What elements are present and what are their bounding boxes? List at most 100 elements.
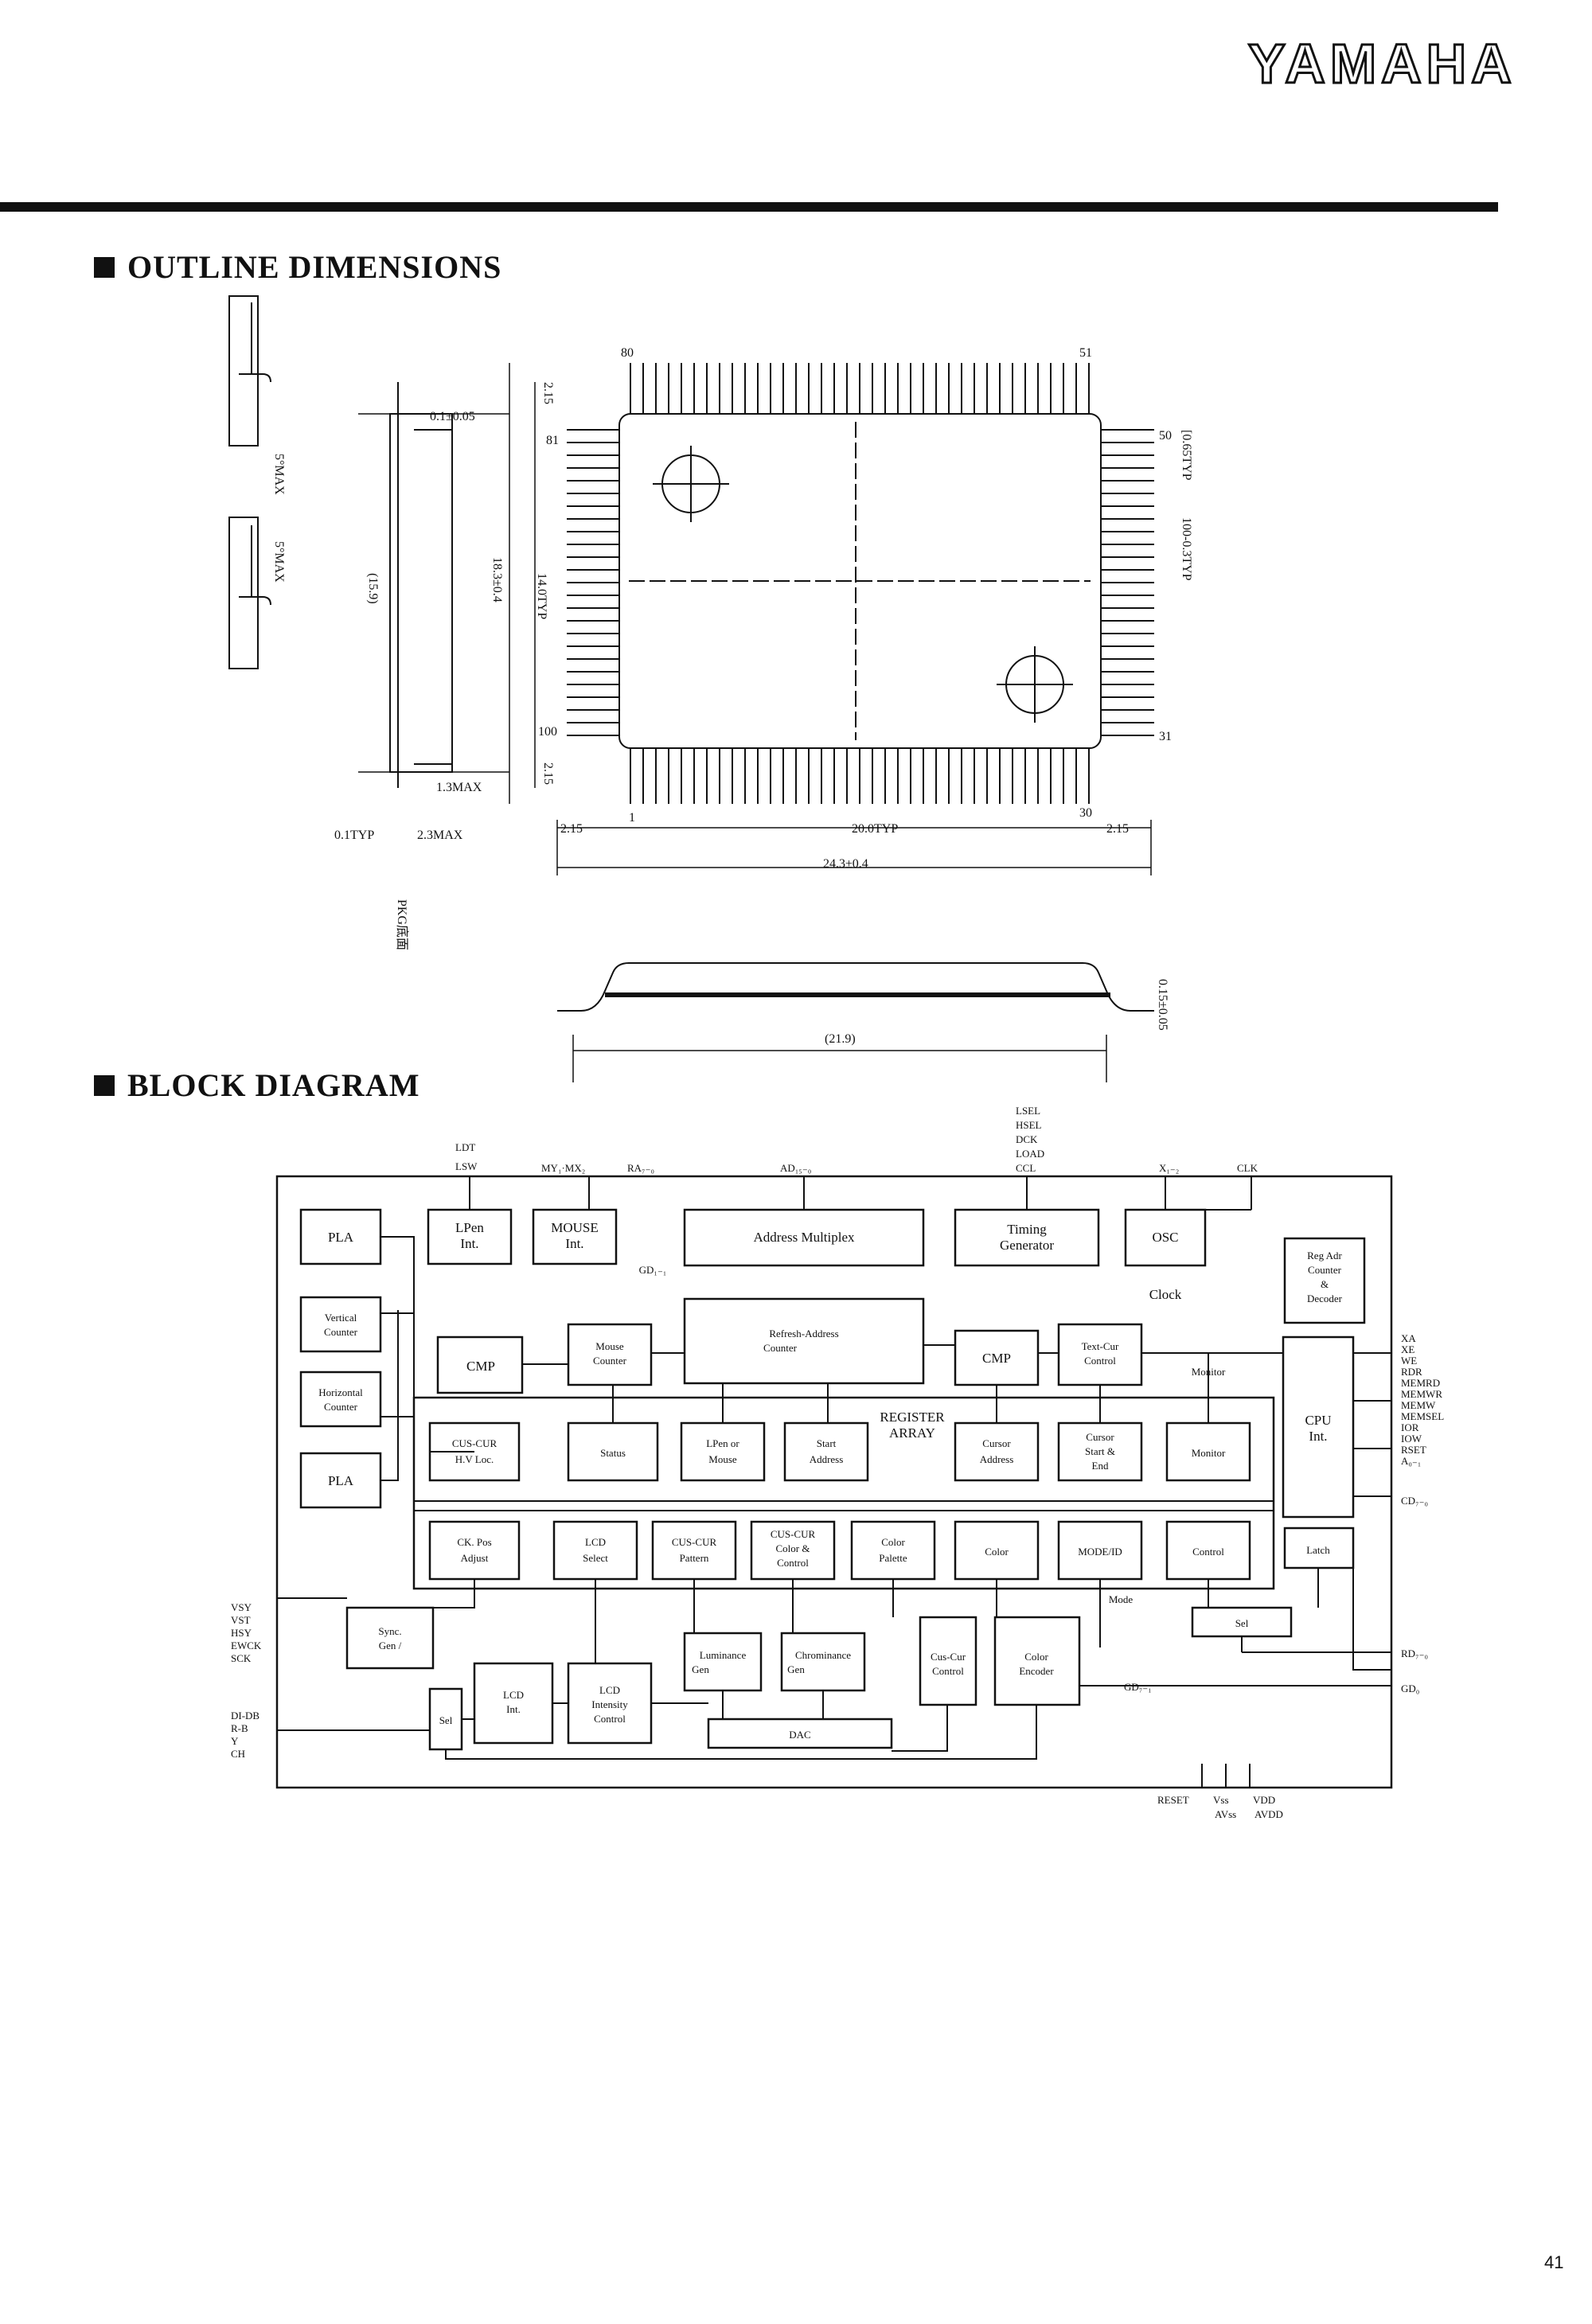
color-palette-box: [850, 1520, 936, 1581]
latch-label: Latch: [1306, 1544, 1330, 1556]
page-number: 41: [1544, 2252, 1564, 2272]
monitor-text: Monitor: [1192, 1366, 1226, 1378]
signal-lsel: LSEL: [1016, 1105, 1040, 1117]
pin-we: WE: [1401, 1355, 1417, 1367]
pin-vdd: VDD: [1253, 1794, 1275, 1806]
pin-sck: SCK: [231, 1652, 252, 1664]
reg-adr-label-2: Counter: [1308, 1264, 1342, 1276]
cmp-right-label: CMP: [982, 1351, 1011, 1366]
pin-rset: RSET: [1401, 1444, 1426, 1456]
chrominance-box: [780, 1632, 866, 1692]
signal-lsw: LSW: [455, 1160, 478, 1172]
header-rule: [0, 202, 1498, 212]
outline-dimensions-drawing: 80 51 81 50 100 31 1 30 0.1±0.05 1.3MAX …: [228, 295, 1193, 1082]
cursor-address-label: Cursor: [982, 1437, 1011, 1449]
lcd-int-label-2: Int.: [506, 1703, 521, 1715]
signal-xin: X₁₋₂: [1159, 1162, 1179, 1174]
pla-bottom-label: PLA: [328, 1473, 354, 1488]
dim-tip-typ: 0.1TYP: [334, 829, 374, 842]
brand-logo: YAMAHA: [1247, 32, 1516, 96]
color-label: Color: [985, 1546, 1009, 1558]
cpu-int-box: [1282, 1336, 1355, 1519]
pin-number-81: 81: [546, 434, 559, 447]
color-palette-label-2: Palette: [879, 1552, 907, 1564]
dim-height-pitch: 14.0TYP: [535, 573, 548, 619]
dim-bottom-left-corner: 2.15: [560, 822, 583, 836]
dim-overall-max: 2.3MAX: [417, 829, 463, 842]
signal-clk: CLK: [1237, 1162, 1258, 1174]
mode-label: Mode: [1109, 1593, 1134, 1605]
dim-angle-2: 5°MAX: [272, 541, 286, 583]
dac-label: DAC: [789, 1729, 810, 1741]
outline-dimensions-heading: OUTLINE DIMENSIONS: [94, 248, 501, 286]
right-leads: [1101, 429, 1154, 736]
timing-gen-label-2: Generator: [1000, 1238, 1054, 1253]
lpen-mouse-label: LPen or: [706, 1437, 739, 1449]
pin-number-31: 31: [1159, 730, 1172, 743]
luminance-label: Luminance: [700, 1649, 747, 1661]
block-title-text: BLOCK DIAGRAM: [127, 1067, 420, 1103]
pin-r-b: R-B: [231, 1722, 248, 1734]
reg-adr-label-4: Decoder: [1307, 1293, 1343, 1304]
address-multiplex-label: Address Multiplex: [753, 1230, 855, 1245]
cpu-int-label-2: Int.: [1309, 1429, 1327, 1444]
lcd-select-label-2: Select: [583, 1552, 608, 1564]
mouse-counter-box: [567, 1323, 653, 1386]
refresh-counter-box: [683, 1297, 925, 1385]
cus-cur-color-label: CUS-CUR: [771, 1528, 816, 1540]
side-view-leads: [397, 382, 452, 788]
dim-overall-width: 24.3±0.4: [823, 857, 868, 871]
pin-vsy: VSY: [231, 1601, 252, 1613]
pin-hsy: HSY: [231, 1627, 252, 1639]
lead-bend-top: [239, 302, 271, 383]
lcd-intensity-label-3: Control: [594, 1713, 626, 1725]
color-encoder-label: Color: [1024, 1651, 1048, 1663]
pin-memrd: MEMRD: [1401, 1377, 1440, 1389]
cus-cur-color-label-3: Control: [777, 1557, 809, 1569]
pin-number-1: 1: [629, 811, 635, 825]
start-address-label: Start: [817, 1437, 837, 1449]
pin-memw: MEMW: [1401, 1399, 1436, 1411]
chrominance-label: Chrominance: [795, 1649, 851, 1661]
vertical-counter-box: [299, 1296, 382, 1353]
refresh-counter-label-2: Counter: [763, 1342, 798, 1354]
refresh-counter-label: Refresh-Address: [769, 1328, 838, 1339]
pin-iow: IOW: [1401, 1433, 1422, 1445]
pin-memsel: MEMSEL: [1401, 1410, 1444, 1422]
gd-label: GD₁₋₁: [639, 1264, 667, 1276]
cus-cur-pattern-label: CUS-CUR: [672, 1536, 717, 1548]
dim-height-max: 1.3MAX: [436, 781, 482, 794]
pin-xe: XE: [1401, 1343, 1414, 1355]
mouse-int-label-2: Int.: [565, 1236, 583, 1251]
horizontal-counter-label-2: Counter: [324, 1401, 358, 1413]
signal-load: LOAD: [1016, 1148, 1044, 1160]
side-profile: [557, 962, 1154, 1012]
pin-y: Y: [231, 1735, 239, 1747]
mouse-counter-label: Mouse: [595, 1340, 624, 1352]
cus-cur-color-label-2: Color &: [776, 1542, 810, 1554]
pin-gd-in: GD₇₋₁: [1124, 1681, 1152, 1693]
pkg-bottom-label: PKG底面: [395, 899, 409, 950]
dim-lead-thickness: 0.1±0.05: [430, 410, 475, 423]
clock-label: Clock: [1149, 1287, 1182, 1302]
luminance-box: [683, 1632, 763, 1692]
vertical-counter-label-2: Counter: [324, 1326, 358, 1338]
pin-di-db: DI-DB: [231, 1710, 259, 1722]
cus-cur-loc-label-2: H.V Loc.: [455, 1453, 494, 1465]
mode-id-label: MODE/ID: [1078, 1546, 1122, 1558]
sync-gen-label-2: Gen /: [379, 1640, 402, 1651]
cursor-address-label-2: Address: [980, 1453, 1014, 1465]
side-view-body: [389, 413, 453, 773]
lead-bend-bottom: [239, 525, 271, 606]
pin-a01: A₀₋₁: [1401, 1455, 1421, 1467]
lcd-select-label: LCD: [585, 1536, 606, 1548]
dim-lead-width: 100-0.3TYP: [1180, 517, 1193, 581]
dim-height-overall: 18.3±0.4: [490, 557, 504, 602]
signal-ra: RA₇₋₀: [627, 1162, 654, 1174]
signal-ccl: CCL: [1016, 1162, 1036, 1174]
cus-cur-control-label-2: Control: [932, 1665, 964, 1677]
lpen-mouse-label-2: Mouse: [708, 1453, 737, 1465]
text-cur-label: Text-Cur: [1082, 1340, 1119, 1352]
pin-xa: XA: [1401, 1332, 1416, 1344]
dim-bottom-right-corner: 2.15: [1106, 822, 1129, 836]
